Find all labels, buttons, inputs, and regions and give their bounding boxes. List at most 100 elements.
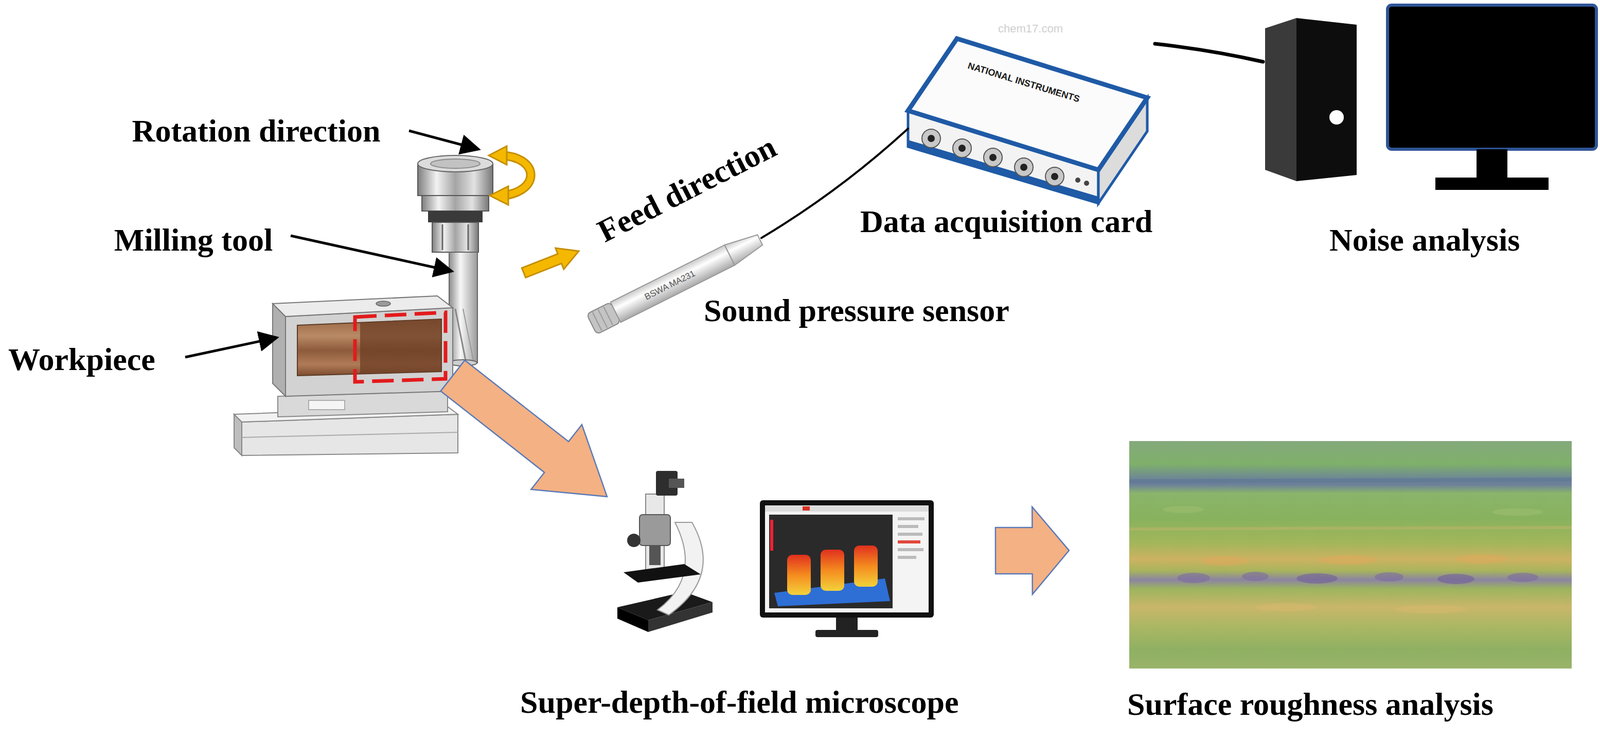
name-plate: [308, 400, 345, 410]
ui-tab: [802, 506, 810, 511]
surface-pit: [1177, 572, 1211, 583]
vise-side: [272, 303, 286, 397]
tower-side: [1296, 18, 1357, 182]
caption-text: Data acquisition card: [860, 205, 1153, 238]
cable-line: [1154, 43, 1264, 62]
view-3d: [769, 514, 893, 609]
ui-line: [897, 517, 925, 521]
display-monitor: [759, 500, 934, 637]
cable-line: [761, 128, 909, 239]
fixture: [234, 295, 458, 456]
bnc-connector: [1014, 157, 1034, 177]
holder-cap-inner: [430, 158, 480, 169]
cable: [1154, 43, 1264, 62]
flow-arrow: [995, 506, 1070, 595]
holder-ring: [421, 195, 489, 211]
status-led: [1083, 180, 1090, 186]
callout-label: Milling tool: [114, 223, 273, 256]
bnc-pin: [989, 153, 997, 162]
vise-front: [285, 307, 453, 397]
ui-line: [897, 532, 923, 536]
daq-card: [908, 38, 1148, 204]
surface-ridge: [1129, 527, 1572, 529]
bnc-pin: [1020, 163, 1028, 171]
surface-groove: [1129, 479, 1572, 482]
feed-arrow: [521, 247, 579, 278]
flow-arrow: [440, 360, 608, 497]
monitor-neck: [1476, 149, 1508, 180]
tower-front: [1265, 18, 1297, 182]
caption-text: Sound pressure sensor: [703, 294, 1010, 327]
height-pillar: [787, 554, 811, 595]
ui-line: [897, 524, 919, 528]
color-scale: [770, 519, 774, 551]
machined-zone: [354, 312, 446, 382]
workpiece-block: [297, 318, 442, 376]
callout-label: Rotation direction: [132, 114, 381, 147]
surface-bump: [1394, 605, 1467, 614]
surface-pit: [1296, 573, 1338, 584]
objective: [649, 545, 661, 565]
surface-bump: [1255, 602, 1318, 612]
surface-bump: [1491, 508, 1544, 516]
rotation-arrow: [488, 146, 531, 205]
surface-pit: [1437, 573, 1475, 584]
leader-line: [290, 235, 452, 272]
card-top: [908, 38, 1148, 170]
camera-port: [668, 478, 685, 488]
ui-bar: [765, 505, 929, 512]
monitor-neck: [836, 617, 858, 631]
monitor-base: [815, 629, 879, 637]
flow-arrow-shape: [440, 360, 608, 497]
scope-head: [639, 514, 671, 546]
surface-pit: [1507, 572, 1539, 582]
bnc-pin: [958, 144, 966, 152]
surface-node: Surface roughness analysis: [1069, 440, 1575, 669]
bnc-connector: [983, 148, 1003, 167]
flow-arrow-shape: [995, 506, 1070, 595]
caption-text: Surface roughness analysis: [1127, 687, 1494, 720]
grille-line: [603, 306, 613, 326]
holder-groove: [428, 210, 483, 223]
surface-bump: [1162, 505, 1204, 513]
workpiece-cut: [360, 318, 442, 375]
direction-label: Feed direction: [592, 130, 781, 247]
sensor-tail: [724, 229, 766, 265]
surface-bump: [1455, 554, 1508, 564]
microscope: [617, 470, 713, 632]
surface-pit: [1241, 571, 1269, 581]
watermark: chem17.com: [998, 23, 1063, 35]
height-pillar: [820, 549, 845, 591]
surface-bump: [1201, 556, 1248, 566]
scope-stage: [623, 563, 701, 583]
height-pillar: [854, 545, 878, 587]
leader-line: [185, 337, 277, 358]
power-button: [1329, 110, 1344, 125]
computer-node: Noise analysis: [1263, 0, 1600, 206]
ui-line: [897, 540, 921, 544]
milling-shank: [449, 252, 478, 363]
daq-node: Data acquisition card: [908, 30, 1155, 204]
status-led: [1075, 177, 1081, 183]
caption-text: Noise analysis: [1329, 223, 1520, 256]
screw: [376, 300, 391, 307]
workpiece-node: Workpiece: [234, 288, 453, 458]
bnc-connector: [952, 138, 972, 158]
flute-line: [463, 308, 474, 361]
ui-line: [897, 547, 924, 551]
surface-pit: [1374, 572, 1404, 582]
monitor-screen: [1387, 5, 1597, 150]
scope-base-side: [648, 601, 713, 632]
scope-base-front: [617, 607, 649, 632]
rotation-head: [489, 186, 509, 205]
ui-line: [897, 555, 917, 559]
focus-knob: [627, 533, 641, 547]
monitor-ui: [765, 505, 929, 613]
rotation-head: [488, 146, 507, 165]
bnc-pin: [1051, 172, 1059, 181]
bnc-connector: [921, 129, 941, 148]
bnc-pin: [927, 134, 935, 142]
